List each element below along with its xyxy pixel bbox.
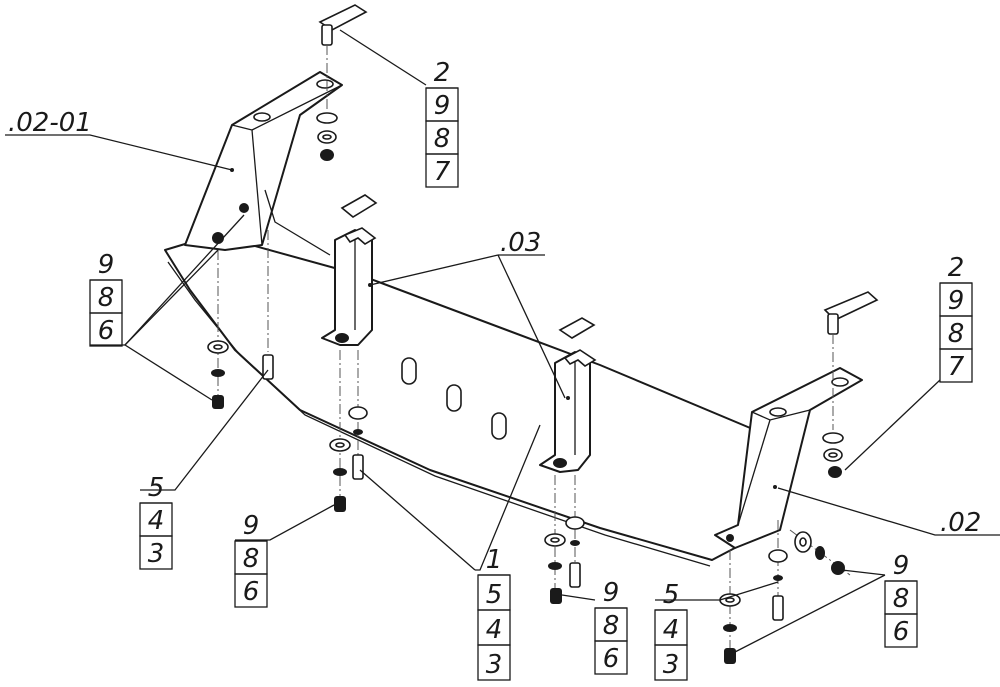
fastener-right-lower	[719, 520, 851, 664]
fastener-top-left	[316, 4, 368, 161]
callout-number: 7	[948, 352, 965, 382]
callout-number: 8	[98, 283, 115, 313]
callout-number: 3	[148, 539, 165, 569]
callout-number: 9	[603, 578, 620, 608]
callout-box	[884, 613, 918, 648]
callout-box	[477, 644, 511, 681]
label-part-02-01: .02-01	[8, 108, 92, 138]
callout-number: 4	[663, 615, 680, 645]
callout-number: 1	[486, 545, 503, 575]
callout-number: 4	[486, 615, 503, 645]
right-bracket	[714, 367, 863, 549]
callout-number: 8	[434, 124, 451, 154]
fastener-center-left	[329, 350, 368, 512]
skid-plate	[164, 234, 786, 567]
callout-box	[594, 640, 628, 675]
callout-number: 3	[663, 650, 680, 680]
callout-number: 7	[434, 157, 451, 187]
label-part-03: .03	[500, 228, 541, 258]
callout-number: 5	[663, 580, 680, 610]
callout-number: 2	[434, 58, 451, 88]
center-bracket-left	[321, 194, 378, 346]
leader-lines	[5, 29, 1000, 653]
plate-slot	[401, 357, 417, 385]
callout-box	[139, 535, 173, 570]
fastener-top-right	[822, 291, 879, 478]
callout-number: 6	[603, 644, 620, 674]
callout-number: 5	[148, 473, 165, 503]
callout-number: 6	[243, 577, 260, 607]
plate-slot	[491, 412, 507, 440]
callout-box	[89, 312, 123, 347]
callout-number: 8	[948, 319, 965, 349]
callout-number: 6	[893, 617, 910, 647]
callout-number: 9	[893, 551, 910, 581]
callout-box	[939, 348, 973, 383]
callout-number: 9	[98, 250, 115, 280]
label-part-02: .02	[940, 508, 981, 538]
callout-number: 2	[948, 253, 965, 283]
callout-number: 4	[148, 506, 165, 536]
callout-number: 8	[603, 611, 620, 641]
callout-box	[425, 153, 459, 188]
callout-number: 5	[486, 580, 503, 610]
plate-slot	[446, 384, 462, 412]
callout-box	[654, 644, 688, 681]
callout-number: 9	[243, 511, 260, 541]
callout-number: 8	[893, 584, 910, 614]
callout-number: 9	[948, 286, 965, 316]
callout-box	[234, 573, 268, 608]
callout-number: 3	[486, 650, 503, 680]
left-bracket	[184, 71, 343, 256]
callout-number: 8	[243, 544, 260, 574]
fastener-center-right	[544, 475, 585, 604]
callout-number: 6	[98, 316, 115, 346]
callout-number: 9	[434, 91, 451, 121]
center-bracket-right	[539, 317, 597, 473]
